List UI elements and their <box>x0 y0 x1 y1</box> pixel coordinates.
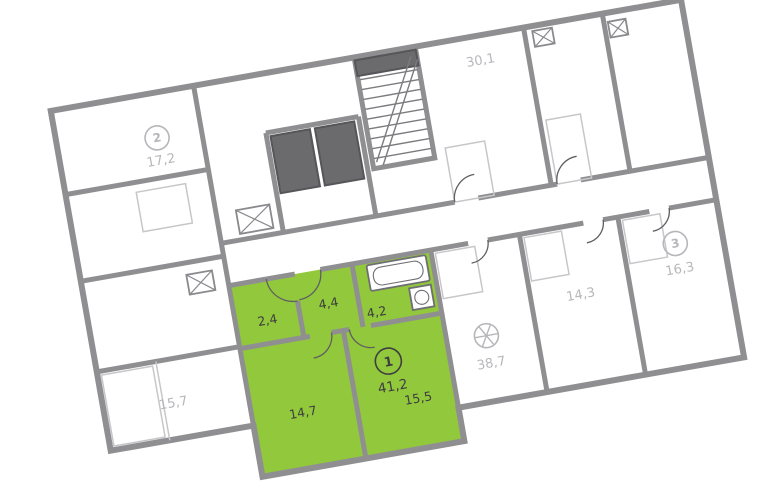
left-wing-walls <box>65 85 256 447</box>
loggia <box>100 365 167 447</box>
apartment-inner-wall-horizontal <box>239 310 443 352</box>
building-structure <box>47 0 748 481</box>
wall-bedroom-living <box>340 330 369 459</box>
fan-icon <box>473 322 500 349</box>
apartment-total-area: 41,2 <box>377 376 409 397</box>
stair-run-lines <box>375 56 419 166</box>
building-outline <box>47 0 748 481</box>
bathroom-fixtures <box>365 254 436 312</box>
room-area-corridor: 4,4 <box>317 294 339 312</box>
neighbor-area-label: 15,7 <box>158 394 189 414</box>
core <box>234 46 438 235</box>
neighbor-badge-number: 3 <box>670 236 681 251</box>
neighbor-badge-circle <box>662 230 689 257</box>
room-area-bedroom: 14,7 <box>288 402 318 422</box>
elevator-shaft <box>269 128 322 195</box>
bedroom-door-arc <box>313 332 333 359</box>
hall-door-arc <box>265 278 298 303</box>
living-door-arc <box>348 329 375 349</box>
elevator-shaft <box>313 120 366 187</box>
neighbor-area-label: 17,2 <box>146 151 177 171</box>
wall-hall-corridor <box>295 300 307 338</box>
labels: 2 17,2 30,1 38,7 14,3 3 16,3 15,7 2,4 4,… <box>144 51 695 422</box>
washing-machine <box>407 283 436 312</box>
room-area-bathroom: 4,2 <box>366 303 388 321</box>
neighbor-area-label: 30,1 <box>465 51 496 71</box>
elevator-lobby-walls <box>263 114 379 233</box>
neighbor-area-label: 16,3 <box>664 260 695 280</box>
neighbor-area-label: 14,3 <box>565 285 596 305</box>
selected-apartment-interior <box>239 254 443 459</box>
neighbor-badge-circle <box>144 125 170 151</box>
apartment-number: 1 <box>383 354 395 370</box>
wall-bathroom <box>349 263 366 328</box>
stair-core <box>351 46 438 172</box>
bathtub <box>365 254 431 292</box>
left-wing-bathroom <box>135 182 194 233</box>
selected-apartment-region[interactable] <box>228 250 465 477</box>
neighbor-badge-number: 2 <box>152 130 163 145</box>
bottom-apartments-walls <box>428 207 670 409</box>
apartment-badge[interactable]: 1 41,2 <box>371 346 409 398</box>
room-area-living: 15,5 <box>403 388 433 408</box>
top-apartments-walls <box>444 13 633 204</box>
room-area-hall: 2,4 <box>256 311 278 329</box>
entry-door-arc <box>299 269 322 301</box>
neighbor-area-label: 38,7 <box>476 354 507 374</box>
